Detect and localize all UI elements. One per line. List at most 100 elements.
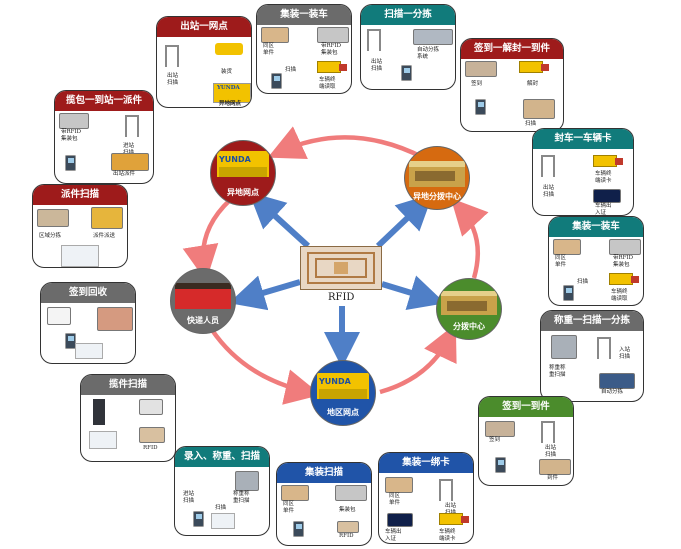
card-label: 自动分拣 bbox=[601, 389, 624, 395]
card-label: 同区 单件 bbox=[263, 43, 275, 56]
hub-sorting-label: 分拨中心 bbox=[453, 322, 485, 331]
card-label: 同区 单件 bbox=[555, 255, 567, 268]
scan-gate-icon bbox=[165, 45, 179, 67]
handheld-reader-icon bbox=[65, 155, 76, 171]
card-title: 称重一扫描一分拣 bbox=[541, 311, 643, 331]
paper-icon bbox=[47, 307, 71, 325]
rfid-tag-icon bbox=[300, 246, 382, 290]
card-label: 车辆终 端读取 bbox=[611, 289, 628, 302]
card-banner: YUNDA bbox=[217, 85, 240, 91]
card-scan-sort-top: 扫描一分拣 出站 扫描 自动分拣 系统 bbox=[360, 4, 456, 90]
card-label: 车辆出 入证 bbox=[595, 203, 612, 216]
hub-sorting: 分拨中心 bbox=[436, 278, 502, 340]
conveyor-icon bbox=[413, 29, 453, 45]
hub-remote-center: 异地分拨中心 bbox=[404, 146, 470, 210]
card-label: 同区 单件 bbox=[389, 493, 401, 506]
truck-icon bbox=[609, 273, 639, 285]
card-consolidate-scan: 集装扫描 同区 单件 集装包 RFID bbox=[276, 462, 372, 546]
vehicle-card-icon bbox=[593, 189, 621, 203]
card-label: 同区 单件 bbox=[283, 501, 295, 514]
hub-courier-label: 快递人员 bbox=[187, 316, 219, 325]
yunda-store-icon bbox=[213, 83, 251, 103]
courier-photo-icon bbox=[111, 153, 149, 171]
bag-icon bbox=[609, 239, 641, 255]
handheld-reader-icon bbox=[495, 457, 506, 473]
spoke-to-origin bbox=[248, 191, 311, 249]
handover-photo-icon bbox=[97, 307, 133, 331]
rfid-tag-small-icon bbox=[337, 521, 359, 533]
hub-origin-banner: YUNDA bbox=[219, 155, 251, 164]
card-pickup-arrive-deliver: 揽包一到站一派件 带RFID 集装包 进站 扫描 出站派件 bbox=[54, 90, 154, 184]
card-label: 签到 bbox=[471, 81, 483, 87]
hub-regional-banner: YUNDA bbox=[319, 377, 351, 386]
card-label: 派件派送 bbox=[93, 233, 116, 239]
card-label: 车辆终 端读取 bbox=[319, 77, 336, 90]
card-label: 出站 扫描 bbox=[445, 503, 457, 516]
card-label: 入站 扫描 bbox=[619, 347, 631, 360]
card-label: 出站 扫描 bbox=[371, 59, 383, 72]
card-label: 解封 bbox=[527, 81, 539, 87]
van-icon bbox=[215, 43, 243, 55]
cycle-arrow-courier-to-regional bbox=[210, 328, 322, 405]
hub-regional: YUNDA 地区网点 bbox=[310, 360, 376, 426]
center-label: RFID bbox=[328, 292, 355, 303]
card-pickup-scan: 揽件扫描 RFID bbox=[80, 374, 176, 462]
card-label: 扫描 bbox=[215, 505, 227, 511]
card-label: 车辆终 端读卡 bbox=[595, 171, 612, 184]
card-label: 出站 扫描 bbox=[543, 185, 555, 198]
card-label: 到件 bbox=[547, 475, 559, 481]
reader-device-icon bbox=[89, 431, 117, 449]
handheld-reader-icon bbox=[563, 285, 574, 301]
card-title: 录入、称重、扫描 bbox=[175, 447, 269, 467]
card-signin-recycle: 签到回收 bbox=[40, 282, 136, 364]
card-label: 称重称 重扫描 bbox=[233, 491, 250, 504]
card-label: 称重称 重扫描 bbox=[549, 365, 566, 378]
parcels-icon bbox=[37, 209, 69, 227]
spoke-to-courier bbox=[228, 275, 301, 311]
bag-icon bbox=[335, 485, 367, 501]
office-photo-icon bbox=[485, 421, 515, 437]
card-title: 揽件扫描 bbox=[81, 375, 175, 395]
spoke-to-remote-center bbox=[375, 193, 434, 249]
card-title: 派件扫描 bbox=[33, 185, 127, 205]
card-title: 揽包一到站一派件 bbox=[55, 91, 153, 111]
card-consolidate-bind-card: 集装一绑卡 同区 单件 出站 扫描 车辆出 入证 车辆终 端读卡 bbox=[378, 452, 474, 544]
package-photo-icon bbox=[539, 459, 571, 475]
card-label: 出站派件 bbox=[113, 171, 136, 177]
card-label: 签到 bbox=[489, 437, 501, 443]
handheld-reader-icon bbox=[475, 99, 486, 115]
card-seal-vehicle-card: 封车一车辆卡 出站 扫描 车辆终 端读卡 车辆出 入证 bbox=[532, 128, 634, 216]
truck-icon bbox=[593, 155, 623, 167]
card-label: 带RFID 集装包 bbox=[61, 129, 82, 142]
scale-icon bbox=[235, 471, 259, 491]
card-title: 集装一装车 bbox=[257, 5, 351, 25]
hub-remote-center-label: 异地分拨中心 bbox=[413, 192, 461, 201]
bag-icon bbox=[59, 113, 89, 129]
card-signin-unseal-arrive: 签到一解封一到件 签到 解封 扫描 bbox=[460, 38, 564, 132]
parcels-icon bbox=[553, 239, 581, 255]
truck-icon bbox=[439, 513, 469, 525]
card-outbound-station: 出站一网点 出站 扫描 装货 YUNDA 异地网点 bbox=[156, 16, 252, 108]
card-label: 区域分拣 bbox=[39, 233, 62, 239]
card-consolidate-load-right: 集装一装车 同区 单件 带RFID 集装包 扫描 车辆终 端读取 bbox=[548, 216, 644, 306]
truck-icon bbox=[317, 61, 347, 73]
card-label: 扫描 bbox=[577, 279, 589, 285]
rfid-tag-small-icon bbox=[139, 427, 165, 443]
card-consolidate-load-top: 集装一装车 同区 单件 带RFID 集装包 扫描 车辆终 端读取 bbox=[256, 4, 352, 94]
card-label: 扫描 bbox=[285, 67, 297, 73]
card-title: 封车一车辆卡 bbox=[533, 129, 633, 149]
card-title: 集装扫描 bbox=[277, 463, 371, 483]
handheld-reader-icon bbox=[193, 511, 204, 527]
card-label: 自动分拣 系统 bbox=[417, 47, 440, 60]
card-label: RFID bbox=[339, 533, 354, 539]
parcels-icon bbox=[385, 477, 413, 493]
scan-gate-icon bbox=[597, 337, 611, 359]
reader-device-icon bbox=[75, 343, 103, 359]
card-input-weigh-scan: 录入、称重、扫描 进站 扫描 称重称 重扫描 扫描 bbox=[174, 446, 270, 536]
card-label: 出站 扫描 bbox=[545, 445, 557, 458]
card-label: 装货 bbox=[221, 69, 233, 75]
card-label: 扫描 bbox=[525, 121, 537, 127]
hub-courier: 快递人员 bbox=[170, 268, 236, 334]
office-photo-icon bbox=[465, 61, 497, 77]
